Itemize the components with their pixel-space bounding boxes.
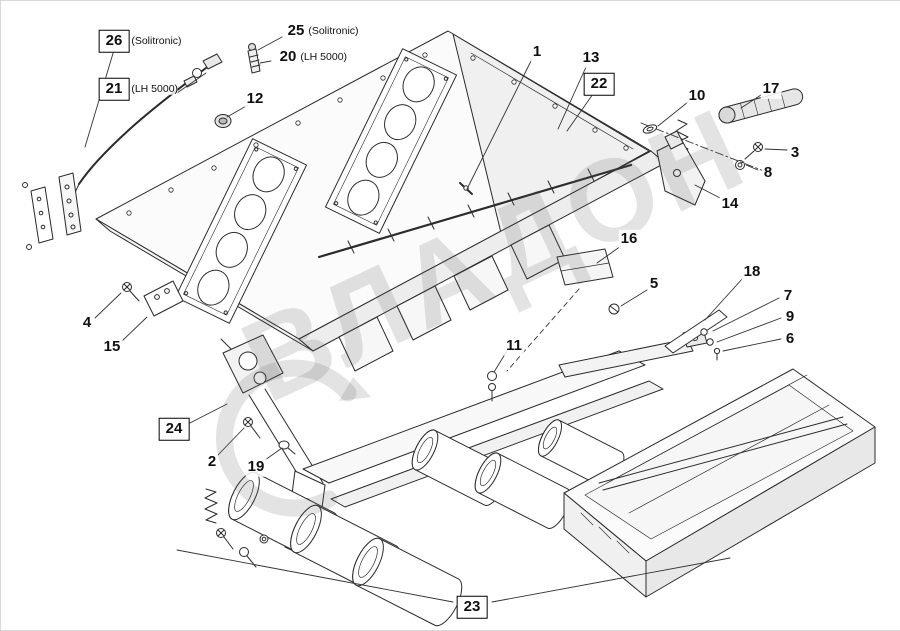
leader-lines <box>84 36 788 603</box>
hopper-assembly <box>95 30 666 352</box>
hardware-parts <box>22 43 804 568</box>
seed-rollers <box>228 419 625 627</box>
watermark-logo <box>215 359 371 517</box>
calibration-tray <box>563 368 876 598</box>
metering-units <box>220 224 566 484</box>
